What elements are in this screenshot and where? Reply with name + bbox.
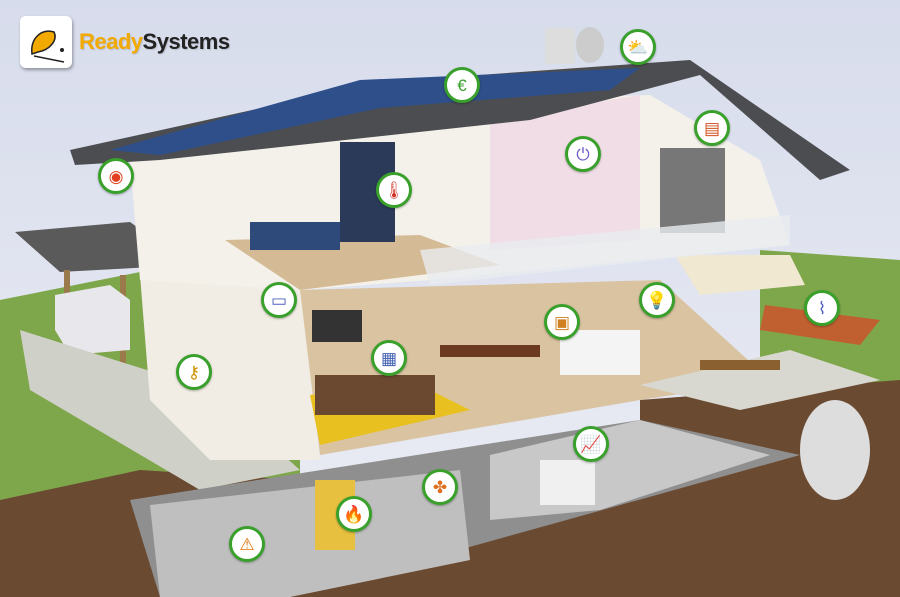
hotspot-monitoring[interactable]: 📈 bbox=[573, 426, 609, 462]
brand-ready: Ready bbox=[79, 29, 143, 54]
satellite-dish bbox=[576, 27, 604, 63]
kids-room bbox=[490, 95, 640, 250]
patio-table bbox=[700, 360, 780, 370]
fire-icon: 🔥 bbox=[343, 504, 365, 524]
roof bbox=[70, 60, 850, 180]
fan-icon: ✤ bbox=[432, 477, 448, 497]
keypad-icon: ▦ bbox=[380, 348, 398, 368]
kitchen-island bbox=[560, 330, 640, 375]
warning-icon: ⚠ bbox=[239, 534, 255, 554]
soil-right bbox=[260, 380, 900, 597]
thermometer-icon: 🌡 bbox=[383, 180, 405, 200]
hotspot-intercom[interactable]: ▦ bbox=[371, 340, 407, 376]
solar-panels bbox=[110, 68, 640, 155]
awning bbox=[675, 255, 805, 295]
camera-icon: ▭ bbox=[270, 290, 288, 310]
hotspot-ventilation[interactable]: ✤ bbox=[422, 469, 458, 505]
hotspot-irrigation[interactable]: ⌇ bbox=[804, 290, 840, 326]
balcony bbox=[420, 215, 790, 285]
hotspot-alarm[interactable]: ◉ bbox=[98, 158, 134, 194]
water-tank bbox=[800, 400, 870, 500]
brand-name: ReadySystems bbox=[79, 29, 230, 55]
key-icon: ⚷ bbox=[187, 362, 201, 382]
hotspot-energy[interactable]: € bbox=[444, 67, 480, 103]
car bbox=[55, 285, 130, 355]
sofa bbox=[315, 375, 435, 415]
lightbulb-icon: 💡 bbox=[646, 290, 668, 310]
euro-icon: € bbox=[457, 75, 467, 95]
brand-systems: Systems bbox=[142, 29, 231, 54]
washing-machine bbox=[540, 460, 595, 505]
logo: ReadySystems bbox=[20, 16, 230, 68]
hotspot-blinds[interactable]: ▤ bbox=[694, 110, 730, 146]
dining-table bbox=[440, 345, 540, 357]
window-blinds-icon: ▤ bbox=[703, 118, 721, 138]
bed bbox=[250, 222, 340, 250]
weather-icon: ⛅ bbox=[627, 37, 649, 57]
tv bbox=[312, 310, 362, 342]
patio bbox=[640, 350, 880, 410]
chimney bbox=[545, 28, 575, 64]
tablet-icon: ▣ bbox=[553, 312, 571, 332]
hotspot-power[interactable]: ⏻ bbox=[565, 136, 601, 172]
hotspot-touchpanel[interactable]: ▣ bbox=[544, 304, 580, 340]
hose-icon: ⌇ bbox=[817, 298, 827, 318]
stone-wall bbox=[660, 148, 725, 233]
hotspot-lighting[interactable]: 💡 bbox=[639, 282, 675, 318]
siren-icon: ◉ bbox=[108, 166, 124, 186]
chart-monitor-icon: 📈 bbox=[580, 434, 602, 454]
basement-room bbox=[150, 470, 470, 597]
hotspot-video[interactable]: ▭ bbox=[261, 282, 297, 318]
hotspot-weather[interactable]: ⛅ bbox=[620, 29, 656, 65]
plug-icon: ⏻ bbox=[576, 144, 590, 164]
logo-mark-icon bbox=[20, 16, 72, 68]
hotspot-climate[interactable]: 🌡 bbox=[376, 172, 412, 208]
hotspot-access[interactable]: ⚷ bbox=[176, 354, 212, 390]
hotspot-heating[interactable]: 🔥 bbox=[336, 496, 372, 532]
hotspot-safety[interactable]: ⚠ bbox=[229, 526, 265, 562]
